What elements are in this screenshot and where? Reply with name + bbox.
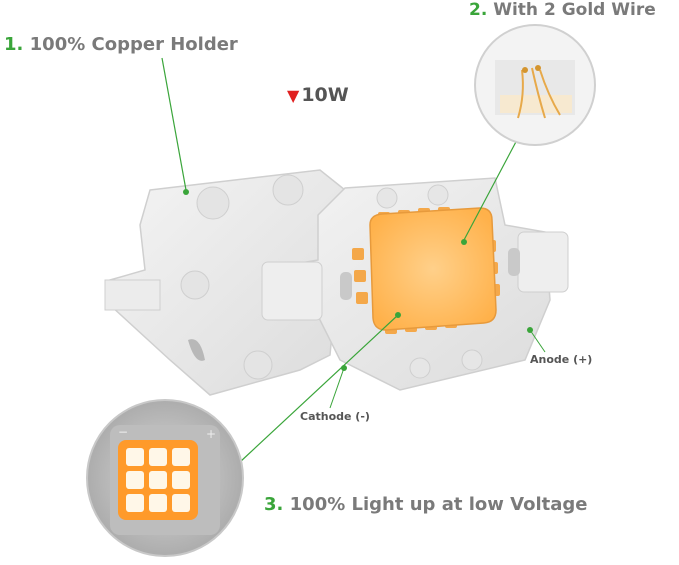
callout-copper-number: 1. bbox=[4, 34, 24, 55]
callout-gold-text: With 2 Gold Wire bbox=[493, 0, 656, 20]
callout-gold-wire: 2. With 2 Gold Wire bbox=[469, 0, 656, 20]
callout-light-text: 100% Light up at low Voltage bbox=[289, 494, 588, 515]
back-plate bbox=[104, 169, 346, 396]
callout-gold-number: 2. bbox=[469, 0, 488, 20]
svg-text:+: + bbox=[206, 427, 216, 441]
svg-text:−: − bbox=[118, 425, 128, 439]
power-text: 10W bbox=[301, 84, 349, 106]
anode-label: Anode (+) bbox=[530, 353, 593, 366]
callout-copper-holder: 1. 100% Copper Holder bbox=[4, 34, 238, 55]
cathode-label: Cathode (-) bbox=[300, 410, 370, 423]
callout-low-voltage: 3. 100% Light up at low Voltage bbox=[264, 494, 587, 515]
callout-copper-text: 100% Copper Holder bbox=[29, 34, 238, 55]
zoom-gold-wire bbox=[474, 24, 596, 146]
led-die bbox=[369, 207, 497, 331]
callout-lines bbox=[161, 57, 519, 463]
power-rating: ▼10W bbox=[287, 84, 349, 106]
callout-light-number: 3. bbox=[264, 494, 284, 515]
down-triangle-icon: ▼ bbox=[287, 86, 300, 105]
zoom-lit-led: − + bbox=[86, 399, 244, 557]
